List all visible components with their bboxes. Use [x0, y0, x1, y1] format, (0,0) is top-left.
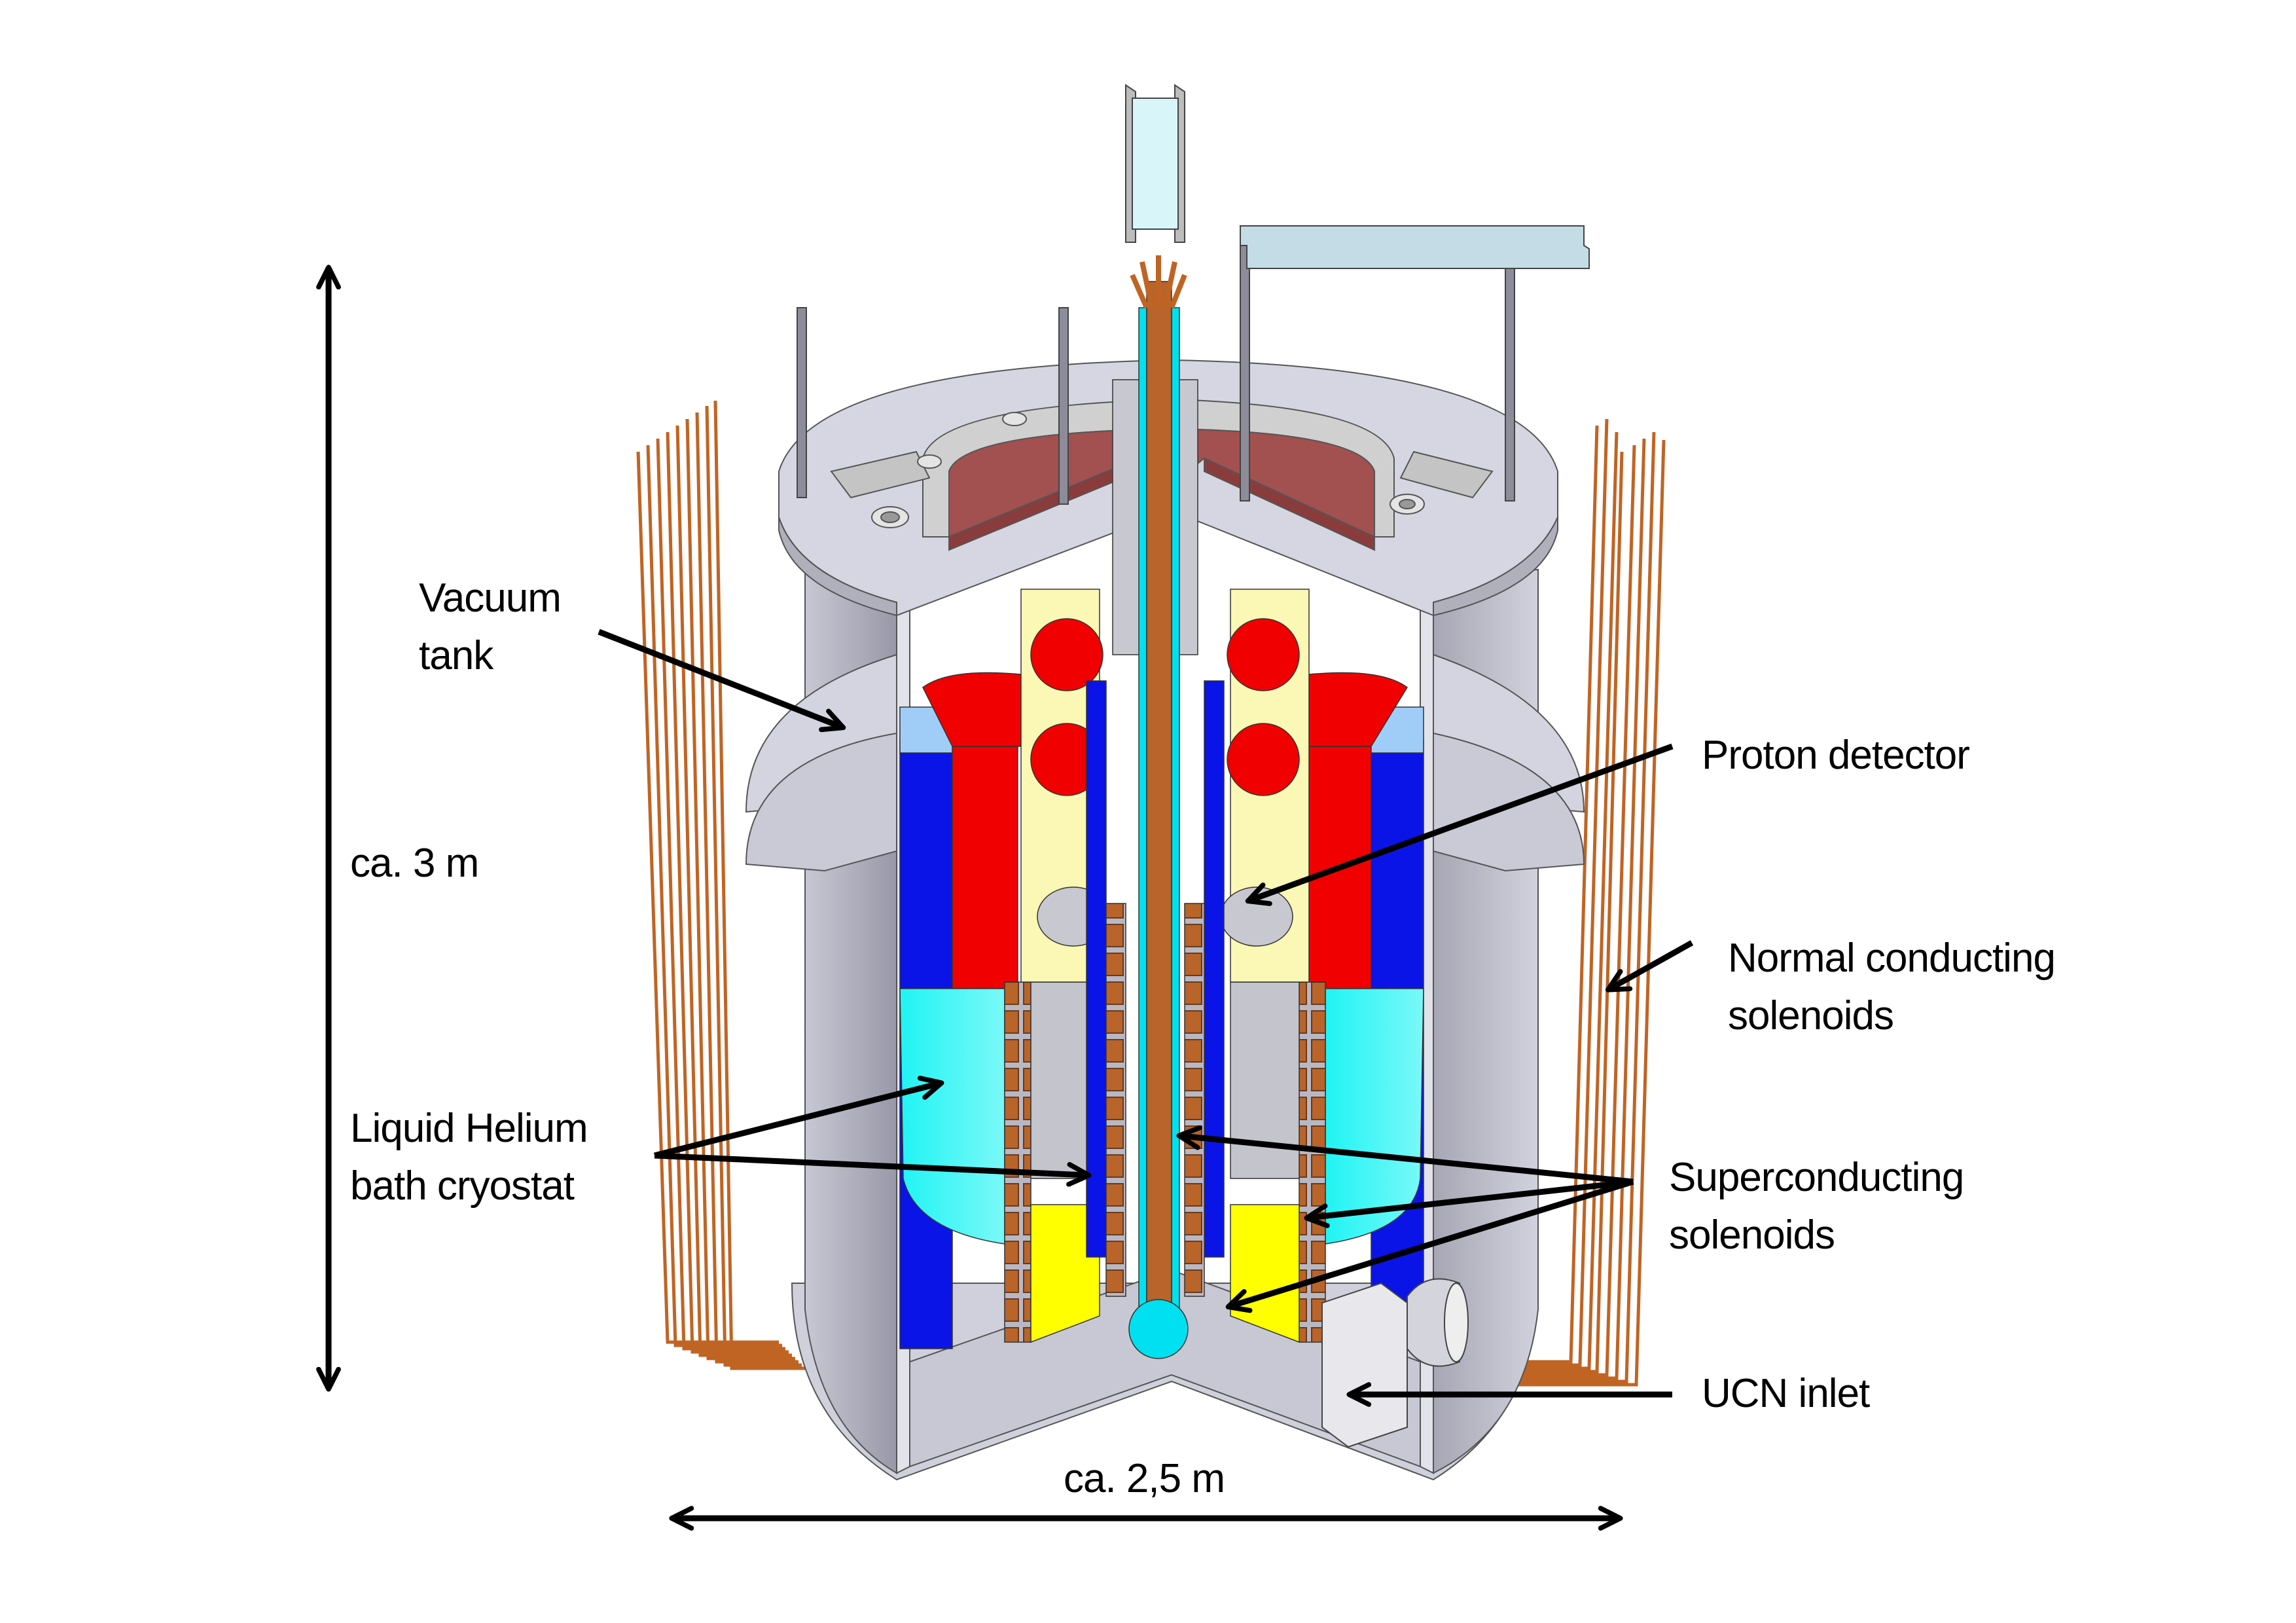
label-line: tank [419, 633, 493, 678]
ucn-inlet-part [1321, 1278, 1469, 1448]
label-vacuum-tank: Vacuum tank [419, 570, 562, 685]
liquid-helium-arrow-2 [654, 1152, 1092, 1187]
annotation-arrows [598, 629, 1694, 1407]
normal-conducting-arrow [1605, 940, 1694, 993]
label-line: ca. 3 m [350, 841, 479, 886]
label-liquid-helium: Liquid Helium bath cryostat [350, 1100, 588, 1215]
label-ucn-inlet: UCN inlet [1702, 1365, 1870, 1423]
superconducting-arrow-1 [1176, 1125, 1634, 1185]
liquid-helium-arrow-1 [653, 1076, 944, 1159]
label-proton-detector: Proton detector [1702, 727, 1970, 784]
label-line: solenoids [1669, 1213, 1835, 1258]
label-line: ca. 2,5 m [1064, 1456, 1225, 1501]
cutaway-interior [899, 255, 1424, 1359]
label-line: bath cryostat [350, 1163, 575, 1209]
label-line: Normal conducting [1728, 936, 2056, 981]
label-superconducting: Superconducting solenoids [1669, 1149, 1964, 1264]
label-line: Vacuum [419, 575, 562, 621]
label-normal-conducting: Normal conducting solenoids [1728, 930, 2056, 1045]
label-line: Superconducting [1669, 1155, 1964, 1200]
proton-detector-arrow [1245, 743, 1674, 906]
normal-conducting-coils-right [1479, 418, 1666, 1387]
label-line: UCN inlet [1702, 1371, 1870, 1416]
label-height-dimension: ca. 3 m [350, 835, 479, 892]
label-line: solenoids [1728, 993, 1894, 1038]
superconducting-arrow-2 [1304, 1178, 1634, 1228]
normal-conducting-coils-left [636, 400, 805, 1370]
label-line: Liquid Helium [350, 1106, 588, 1151]
superconducting-arrow-3 [1225, 1178, 1634, 1313]
vacuum-tank-arrow [598, 629, 846, 733]
support-structure [797, 84, 1590, 505]
label-line: Proton detector [1702, 733, 1970, 778]
label-width-dimension: ca. 2,5 m [1064, 1450, 1225, 1508]
